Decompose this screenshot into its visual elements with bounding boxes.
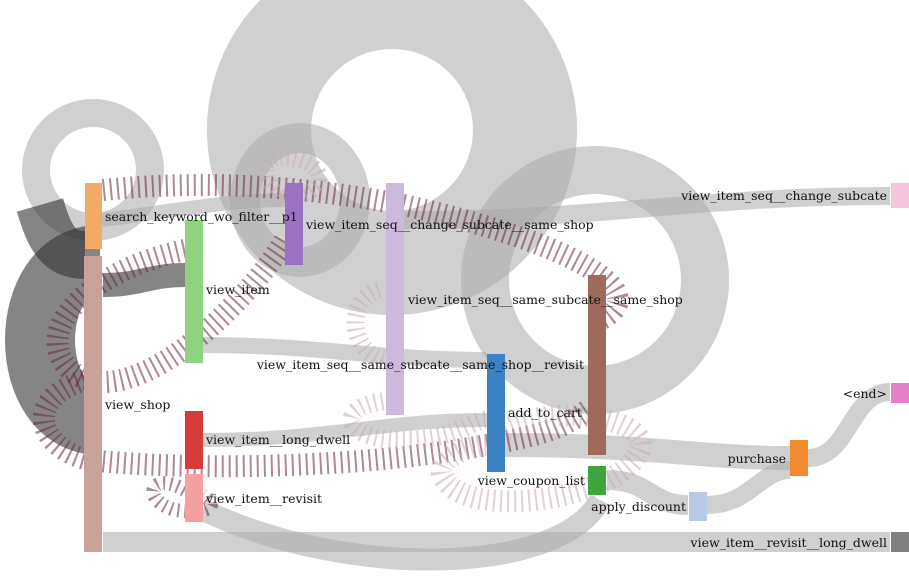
link-gray-item-sameshop bbox=[202, 337, 488, 368]
link-maroon-revisit-loop bbox=[146, 476, 219, 519]
node-apply-discount[interactable] bbox=[689, 492, 707, 521]
label-view-shop: view_shop bbox=[104, 397, 170, 412]
node-view-item-revisit[interactable] bbox=[185, 474, 203, 522]
node-view-item[interactable] bbox=[185, 220, 203, 363]
link-gray-apply-purchase bbox=[706, 461, 791, 514]
link-gray-revisit-low bbox=[198, 494, 610, 571]
label-search-keyword: search_keyword_wo_filter__p1 bbox=[105, 209, 298, 224]
label-view-item-revisit: view_item__revisit bbox=[205, 491, 322, 506]
link-gray-search-change bbox=[101, 193, 286, 227]
link-dark-shop-item bbox=[102, 263, 186, 297]
link-maroon-shop-search bbox=[101, 174, 629, 330]
link-dark-search-shop bbox=[16, 198, 87, 279]
link-pink-change-loop bbox=[258, 149, 328, 207]
node-revisit-long-dwell[interactable] bbox=[891, 532, 909, 552]
node-search-keyword[interactable] bbox=[85, 183, 102, 249]
link-gray-longdwell-cart bbox=[202, 413, 488, 447]
node-purchase[interactable] bbox=[790, 440, 808, 476]
label-same-subcate-same-shop: view_item_seq__same_subcate__same_shop bbox=[407, 292, 683, 307]
node-view-shop[interactable] bbox=[84, 256, 102, 552]
node-view-coupon-list[interactable] bbox=[588, 466, 606, 495]
label-same-subcate-same-shop-revisit: view_item_seq__same_subcate__same_shop__… bbox=[256, 357, 584, 372]
label-view-item-long-dwell: view_item__long_dwell bbox=[205, 432, 350, 447]
label-view-coupon-list: view_coupon_list bbox=[477, 473, 585, 488]
node-end[interactable] bbox=[891, 383, 909, 403]
labels: search_keyword_wo_filter__p1 view_shop v… bbox=[104, 188, 887, 550]
node-same-subcate-same-shop[interactable] bbox=[588, 275, 606, 455]
node-change-subcate[interactable] bbox=[891, 183, 909, 208]
node-view-item-long-dwell[interactable] bbox=[185, 411, 203, 469]
label-change-subcate: view_item_seq__change_subcate bbox=[680, 188, 887, 203]
link-maroon-low bbox=[32, 369, 595, 478]
nodes bbox=[84, 183, 909, 552]
node-add-to-cart[interactable] bbox=[487, 354, 505, 472]
label-end: <end> bbox=[843, 386, 887, 401]
label-apply-discount: apply_discount bbox=[591, 499, 686, 514]
label-revisit-long-dwell: view_item__revisit__long_dwell bbox=[690, 535, 887, 550]
node-change-subcate-same-shop[interactable] bbox=[285, 183, 303, 265]
links bbox=[5, 0, 892, 571]
node-same-subcate-same-shop-revisit[interactable] bbox=[386, 183, 404, 415]
label-change-subcate-same-shop: view_item_seq__change_subcate__same_shop bbox=[305, 217, 594, 232]
label-purchase: purchase bbox=[728, 451, 786, 466]
link-pink-cart-loop bbox=[342, 391, 488, 450]
link-gray-purchase-end bbox=[807, 383, 892, 467]
label-add-to-cart: add_to_cart bbox=[508, 405, 582, 420]
link-gray-cart-purchase bbox=[504, 433, 791, 470]
label-view-item: view_item bbox=[205, 282, 270, 297]
